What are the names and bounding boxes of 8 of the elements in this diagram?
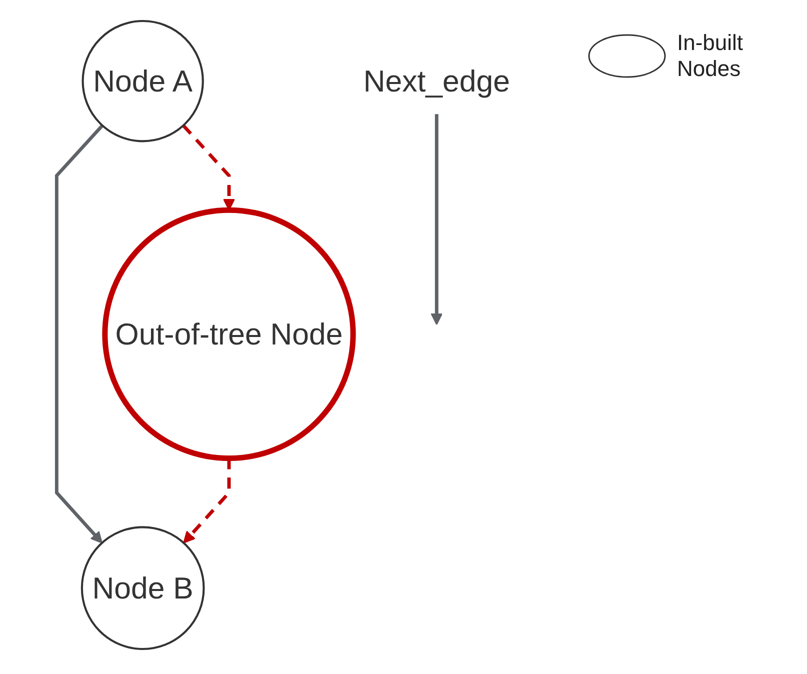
node-circle: Node A <box>82 20 204 142</box>
node-circle: Node B <box>80 526 205 650</box>
arrow <box>183 458 231 544</box>
node-text: Next_edge <box>363 64 510 98</box>
arrow <box>430 114 443 326</box>
arrow <box>54 124 104 544</box>
legend-text: In-built Nodes <box>677 30 744 82</box>
node-circle: Out-of-tree Node <box>102 207 356 461</box>
